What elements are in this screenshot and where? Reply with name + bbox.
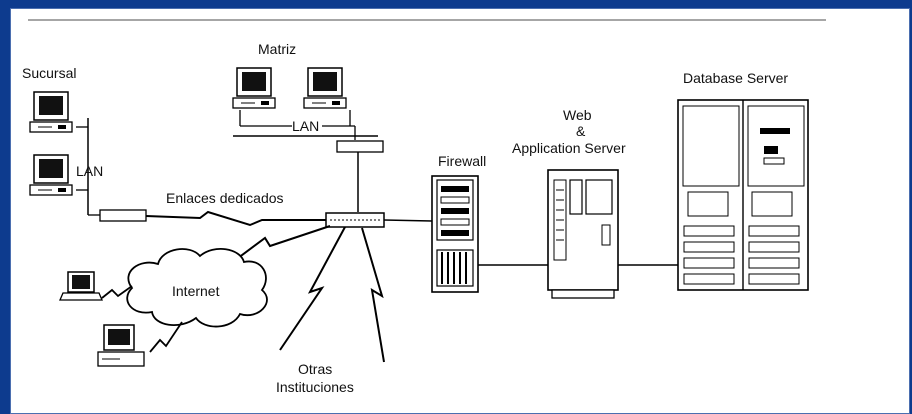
label-web: Web <box>563 107 592 123</box>
label-sucursal: Sucursal <box>22 65 76 81</box>
sucursal-pc-2 <box>29 154 73 196</box>
label-otras: Otras <box>298 361 332 377</box>
label-enlaces-dedicados: Enlaces dedicados <box>166 190 284 206</box>
internet-cloud <box>126 248 268 328</box>
label-internet: Internet <box>172 283 220 299</box>
label-lan-matriz: LAN <box>292 118 319 134</box>
internet-laptop <box>59 271 103 301</box>
otras-link-2 <box>361 227 385 363</box>
label-firewall: Firewall <box>438 153 486 169</box>
internet-pc <box>97 324 145 367</box>
label-ampersand: & <box>576 123 586 139</box>
firewall-server <box>431 175 479 293</box>
internet-link <box>229 225 331 265</box>
sucursal-pc-1 <box>29 91 73 133</box>
label-instituciones: Instituciones <box>276 379 354 395</box>
sucursal-router <box>99 209 147 222</box>
label-lan-sucursal: LAN <box>76 163 103 179</box>
label-application-server: Application Server <box>512 140 626 156</box>
matriz-pc-2 <box>303 67 347 109</box>
otras-link-1 <box>279 226 346 351</box>
web-application-server <box>547 169 619 299</box>
label-database-server: Database Server <box>683 70 788 86</box>
database-server <box>677 99 809 291</box>
dedicated-link <box>145 210 326 227</box>
matriz-pc-1 <box>232 67 276 109</box>
label-matriz: Matriz <box>258 41 296 57</box>
matriz-router <box>336 140 384 153</box>
